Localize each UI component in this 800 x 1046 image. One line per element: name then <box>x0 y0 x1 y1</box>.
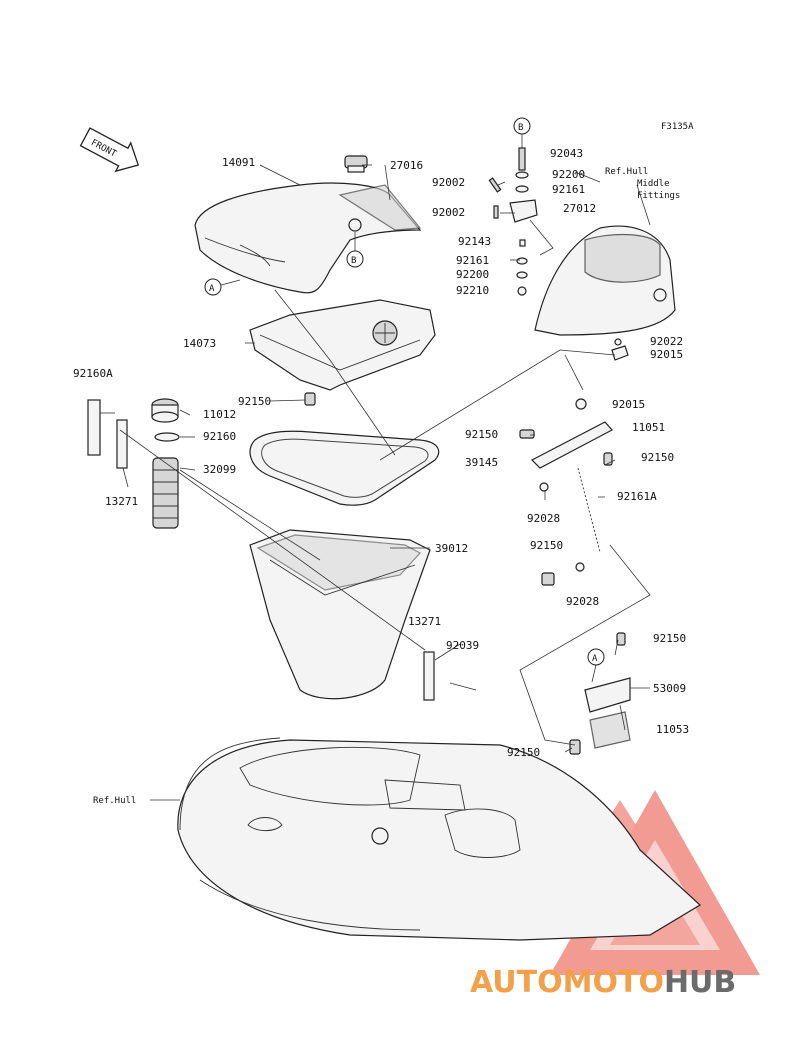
part-label: 92015 <box>612 398 645 411</box>
part-label: 92143 <box>458 235 491 248</box>
cap-part <box>344 155 368 173</box>
callout-a-circle <box>587 648 605 666</box>
watermark-text-part1: AUTOMOTO <box>470 965 664 1000</box>
latch-53009-part <box>584 677 631 749</box>
part-label: 92015 <box>650 348 683 361</box>
part-label: 39012 <box>435 542 468 555</box>
part-label: 92160A <box>73 367 113 380</box>
filler-tube-part <box>152 457 179 529</box>
callout-a-circle <box>204 278 222 296</box>
part-label: 27016 <box>390 159 423 172</box>
part-label: 92150 <box>530 539 563 552</box>
part-label: 11012 <box>203 408 236 421</box>
part-label: 14091 <box>222 156 255 169</box>
storage-bin-part <box>249 529 431 700</box>
strip-92160a-part <box>87 399 101 456</box>
middle-fitting-part <box>534 225 676 336</box>
ref-hull-middle-line3: Fittings <box>637 191 680 201</box>
part-labels: 14091 27016 92043 92002 92200 92161 9200… <box>73 147 689 759</box>
gasket-part <box>249 430 440 506</box>
grommet-part <box>348 218 362 232</box>
bracket-11051-part <box>530 421 613 469</box>
seat-cover-part <box>194 182 422 294</box>
part-label: 92150 <box>641 451 674 464</box>
watermark-text: AUTOMOTOHUB <box>470 965 736 1000</box>
part-label: 92150 <box>238 395 271 408</box>
part-label: 11053 <box>656 723 689 736</box>
filler-cap-part <box>151 398 180 442</box>
front-arrow-icon: FRONT <box>79 127 140 173</box>
part-label: 92200 <box>552 168 585 181</box>
part-label: 92028 <box>566 595 599 608</box>
part-label: 92150 <box>465 428 498 441</box>
part-label: 92002 <box>432 176 465 189</box>
part-label: 92161 <box>552 183 585 196</box>
watermark-text-part2: HUB <box>664 965 736 1000</box>
ref-hull-middle-line2: Middle <box>637 179 670 189</box>
part-label: 11051 <box>632 421 665 434</box>
ref-hull-middle-line1: Ref.Hull <box>605 167 648 177</box>
part-label: 13271 <box>105 495 138 508</box>
part-label: 53009 <box>653 682 686 695</box>
part-label: 92022 <box>650 335 683 348</box>
part-label: 92161A <box>617 490 657 503</box>
callout-a-label: A <box>592 654 598 664</box>
hull-part <box>177 737 701 941</box>
inner-tray-part <box>249 299 436 391</box>
callout-b-label: B <box>351 256 356 266</box>
part-label: 92160 <box>203 430 236 443</box>
part-label: 32099 <box>203 463 236 476</box>
bolts <box>304 338 629 755</box>
spring-92161a-part <box>577 467 601 553</box>
callout-a-label: A <box>209 284 215 294</box>
hardware-stack <box>488 147 538 296</box>
callout-b-label: B <box>518 123 523 133</box>
leader-lines <box>100 133 651 801</box>
part-label: 39145 <box>465 456 498 469</box>
part-label: 92039 <box>446 639 479 652</box>
part-label: 92150 <box>653 632 686 645</box>
part-label: 14073 <box>183 337 216 350</box>
part-label: 92043 <box>550 147 583 160</box>
part-label: 92210 <box>456 284 489 297</box>
strip-13271-left-part <box>116 419 128 469</box>
part-label: 92161 <box>456 254 489 267</box>
callout-b-circle <box>346 250 364 268</box>
part-label: 92028 <box>527 512 560 525</box>
part-label: 92150 <box>507 746 540 759</box>
part-label: 27012 <box>563 202 596 215</box>
callout-b-circle <box>513 117 531 135</box>
part-label: 13271 <box>408 615 441 628</box>
part-label: 92200 <box>456 268 489 281</box>
part-label: 92002 <box>432 206 465 219</box>
diagram-code: F3135A <box>661 122 694 132</box>
strip-13271-right-part <box>423 651 435 701</box>
ref-hull-note: Ref.Hull <box>93 796 136 806</box>
